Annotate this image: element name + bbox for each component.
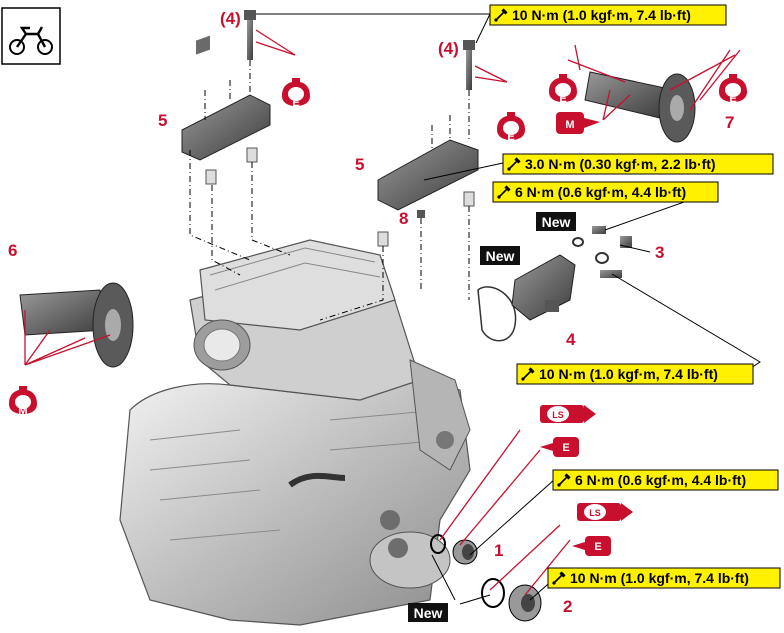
lube-symbol-m-1: M [556,112,600,134]
camshaft-intake-6 [19,282,134,368]
svg-text:E: E [292,97,299,109]
torque-spec-6: 10 N·m (1.0 kgf·m, 7.4 lb·ft) [547,567,781,589]
lube-symbol-e-6: E [572,536,611,556]
camshaft-cap-right [377,139,479,211]
lube-symbol-ls-1: LS [540,405,596,423]
dowel-pins [205,147,475,247]
part-label-1: 1 [494,541,503,560]
svg-text:M: M [18,405,27,417]
svg-text:New: New [486,248,515,264]
part-label-cap-right: 5 [355,155,364,174]
part-label-3: 3 [655,243,664,262]
svg-text:6 N·m (0.6 kgf·m, 4.4 lb·ft): 6 N·m (0.6 kgf·m, 4.4 lb·ft) [515,184,686,200]
cam-chain-tensioner [511,254,576,321]
svg-text:10 N·m (1.0 kgf·m, 7.4 lb·ft): 10 N·m (1.0 kgf·m, 7.4 lb·ft) [570,570,749,586]
new-badge-1: New [536,212,576,231]
svg-text:E: E [559,93,566,105]
torque-spec-3: 6 N·m (0.6 kgf·m, 4.4 lb·ft) [492,181,719,203]
camshaft-exhaust-7 [584,71,696,143]
part-label-camshaft-6: 6 [8,241,17,260]
torque-spec-1: 10 N·m (1.0 kgf·m, 7.4 lb·ft) [489,4,727,26]
svg-text:3.0 N·m (0.30 kgf·m, 2.2 lb·ft: 3.0 N·m (0.30 kgf·m, 2.2 lb·ft) [525,156,716,172]
torque-spec-4: 10 N·m (1.0 kgf·m, 7.4 lb·ft) [516,363,754,385]
part-label-camshaft-7: 7 [725,113,734,132]
svg-text:M: M [565,119,574,131]
assembly-lines [189,60,470,321]
lube-symbol-m-2: M [9,378,37,417]
svg-text:E: E [562,442,569,454]
torque-spec-5: 6 N·m (0.6 kgf·m, 4.4 lb·ft) [552,469,779,491]
svg-text:New: New [414,605,443,621]
engine-assembly [119,239,471,626]
bolts-4 [244,10,475,90]
svg-text:10 N·m (1.0 kgf·m, 7.4 lb·ft): 10 N·m (1.0 kgf·m, 7.4 lb·ft) [539,366,718,382]
svg-text:LS: LS [589,508,601,518]
svg-text:E: E [507,131,514,143]
part-label-tensioner-4: 4 [566,330,576,349]
lube-symbol-e-2: E [497,104,525,143]
svg-text:6 N·m (0.6 kgf·m, 4.4 lb·ft): 6 N·m (0.6 kgf·m, 4.4 lb·ft) [575,472,746,488]
camshaft-cap-left [181,35,271,161]
new-badge-3: New [408,603,448,622]
svg-text:LS: LS [552,410,564,420]
orings-plugs [430,534,542,622]
motorcycle-icon [1,7,61,65]
tensioner-gasket [477,286,517,342]
part-label-cap-left: 5 [158,111,167,130]
part-label-bolt-left: (4) [220,9,241,28]
svg-text:E: E [594,541,601,553]
svg-text:10 N·m (1.0 kgf·m, 7.4 lb·ft): 10 N·m (1.0 kgf·m, 7.4 lb·ft) [512,7,691,23]
svg-text:E: E [729,93,736,105]
part-label-8: 8 [399,209,408,228]
tensioner-bolts [572,226,632,278]
lube-symbol-e-5: E [540,437,579,457]
part-label-2: 2 [563,597,572,616]
svg-text:New: New [542,214,571,230]
torque-spec-2: 3.0 N·m (0.30 kgf·m, 2.2 lb·ft) [502,153,774,175]
lube-symbol-e-3: E [549,66,577,105]
new-badge-2: New [480,246,520,265]
lube-symbol-e-1: E [282,70,310,109]
lube-symbol-ls-2: LS [577,503,633,521]
lube-symbol-e-4: E [719,66,747,105]
part-label-bolt-right: (4) [438,39,459,58]
